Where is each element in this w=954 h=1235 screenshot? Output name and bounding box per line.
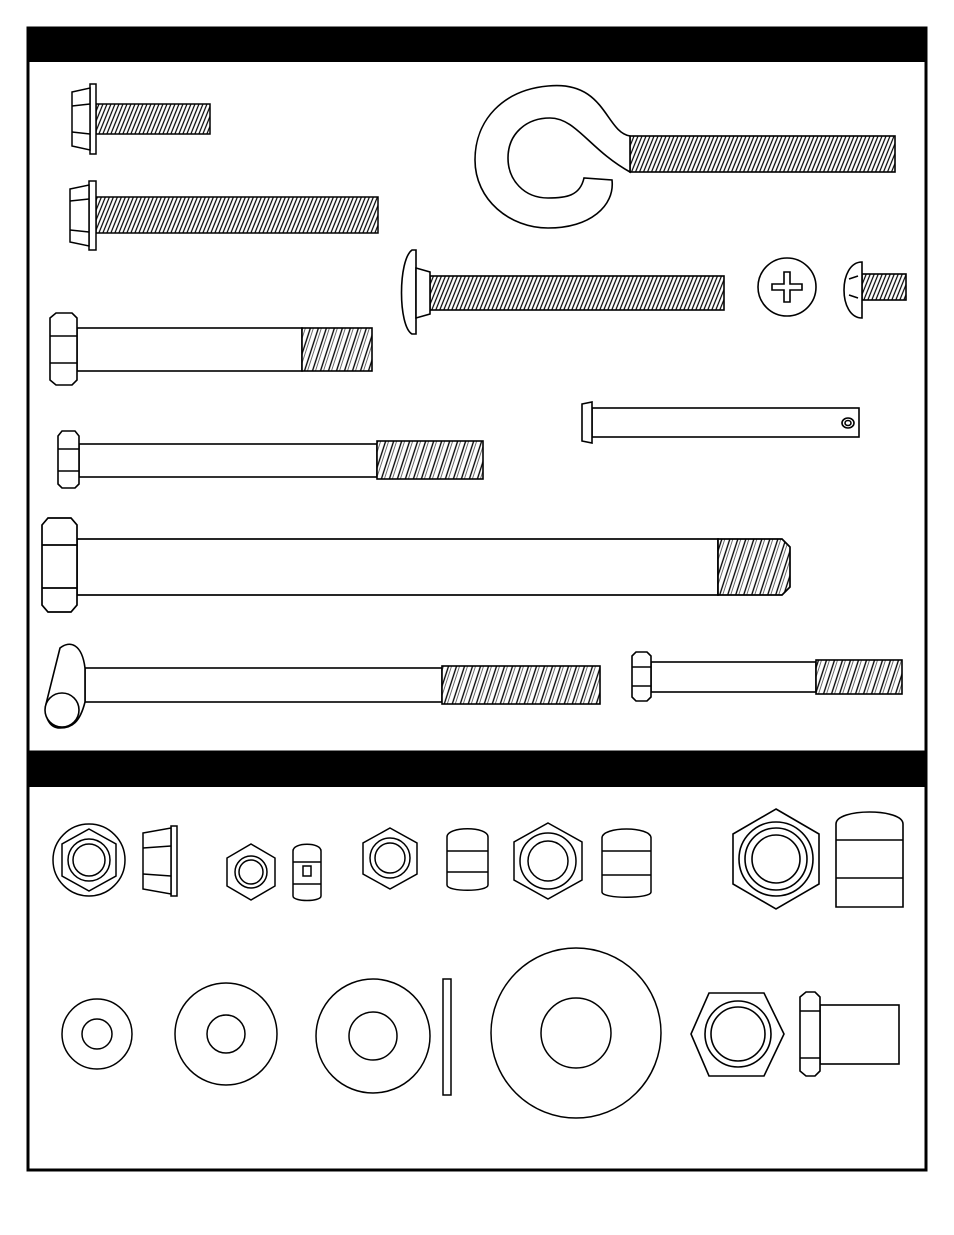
medium-washer-icon <box>175 983 277 1085</box>
bolts-section-header <box>28 28 926 62</box>
flange-nut-icon <box>53 824 177 896</box>
nuts-washers-panel <box>28 754 926 1170</box>
clevis-pin-icon <box>582 402 859 443</box>
extra-large-washer-icon <box>491 948 661 1118</box>
nuts-washers-section-header <box>28 754 926 787</box>
small-washer-icon <box>62 999 132 1069</box>
